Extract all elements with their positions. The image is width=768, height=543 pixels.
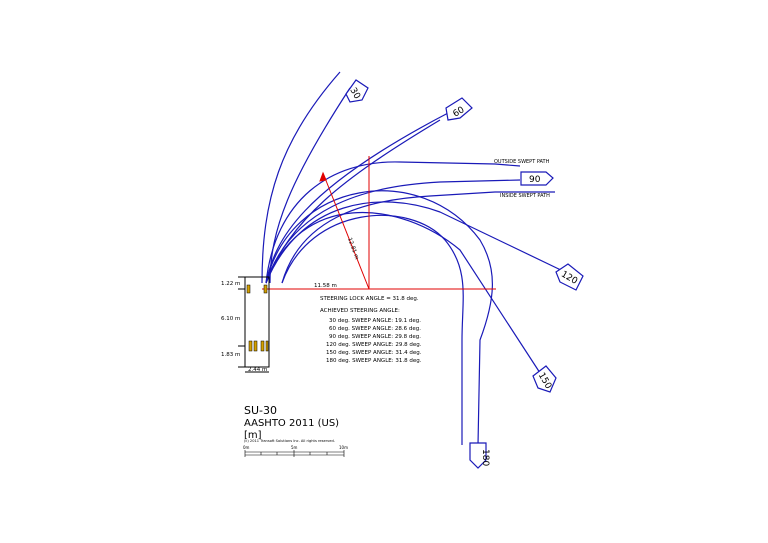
tag-60-shape	[445, 97, 473, 121]
dim-rear-overhang: 1.83 m	[221, 352, 240, 358]
path-120-deg	[265, 201, 566, 284]
scale-label-5: 5m	[291, 445, 298, 450]
path-150-deg	[265, 211, 543, 377]
radius-diagonal-line	[322, 172, 370, 290]
rear-wheel-left-2	[253, 340, 258, 352]
tag-180-label: 180	[480, 449, 490, 466]
front-wheel-left	[246, 284, 251, 294]
tag-120-shape	[555, 263, 584, 291]
design-standard: AASHTO 2011 (US)	[244, 418, 339, 429]
path-90-deg-outside	[265, 161, 521, 284]
steering-row: 60 deg. SWEEP ANGLE: 28.6 deg.	[329, 326, 421, 332]
copyright-notice: (c) 2011 Transoft Solutions Inc. All rig…	[244, 439, 335, 443]
dim-front-overhang: 1.22 m	[221, 281, 240, 287]
tag-30-shape	[345, 79, 369, 103]
steering-row: 30 deg. SWEEP ANGLE: 19.1 deg.	[329, 318, 421, 324]
scale-label-0: 0m	[243, 445, 250, 450]
rear-wheel-right-1	[260, 340, 265, 352]
path-180-deg-inner	[281, 214, 464, 445]
path-30-deg-outer	[261, 71, 341, 284]
vehicle-body	[244, 276, 270, 368]
dim-wheelbase: 6.10 m	[221, 316, 240, 322]
achieved-steering-heading: ACHIEVED STEERING ANGLE:	[320, 308, 400, 314]
outside-swept-path-label: OUTSIDE SWEPT PATH	[494, 159, 550, 165]
steering-row: 90 deg. SWEEP ANGLE: 29.8 deg.	[329, 334, 421, 340]
inside-swept-path-label: INSIDE SWEPT PATH	[500, 193, 550, 199]
tag-90-shape	[520, 171, 554, 186]
tag-150-shape	[532, 365, 557, 393]
dim-width: 2.44 m	[248, 367, 267, 373]
front-wheel-right	[263, 284, 268, 294]
rear-wheel-left-1	[248, 340, 253, 352]
path-180-deg-outer	[265, 190, 493, 446]
steering-row: 150 deg. SWEEP ANGLE: 31.4 deg.	[326, 350, 422, 356]
radius-diagonal-label: 12.81 m	[346, 237, 359, 261]
path-90-deg-inside	[281, 191, 555, 284]
tag-90-label: 90	[529, 175, 541, 185]
radius-arrowhead	[319, 171, 327, 182]
vehicle-name: SU-30	[244, 404, 277, 417]
tag-180-shape	[469, 442, 487, 469]
steering-row: 180 deg. SWEEP ANGLE: 31.8 deg.	[326, 358, 422, 364]
steering-row: 120 deg. SWEEP ANGLE: 29.8 deg.	[326, 342, 422, 348]
units-label: [m]	[244, 430, 262, 441]
scale-label-10: 10m	[339, 445, 348, 450]
path-90-deg-center	[265, 179, 521, 284]
radius-horizontal-label: 11.58 m	[314, 283, 337, 289]
steering-lock-angle: STEERING LOCK ANGLE = 31.8 deg.	[320, 296, 419, 302]
rear-wheel-right-2	[265, 340, 269, 352]
